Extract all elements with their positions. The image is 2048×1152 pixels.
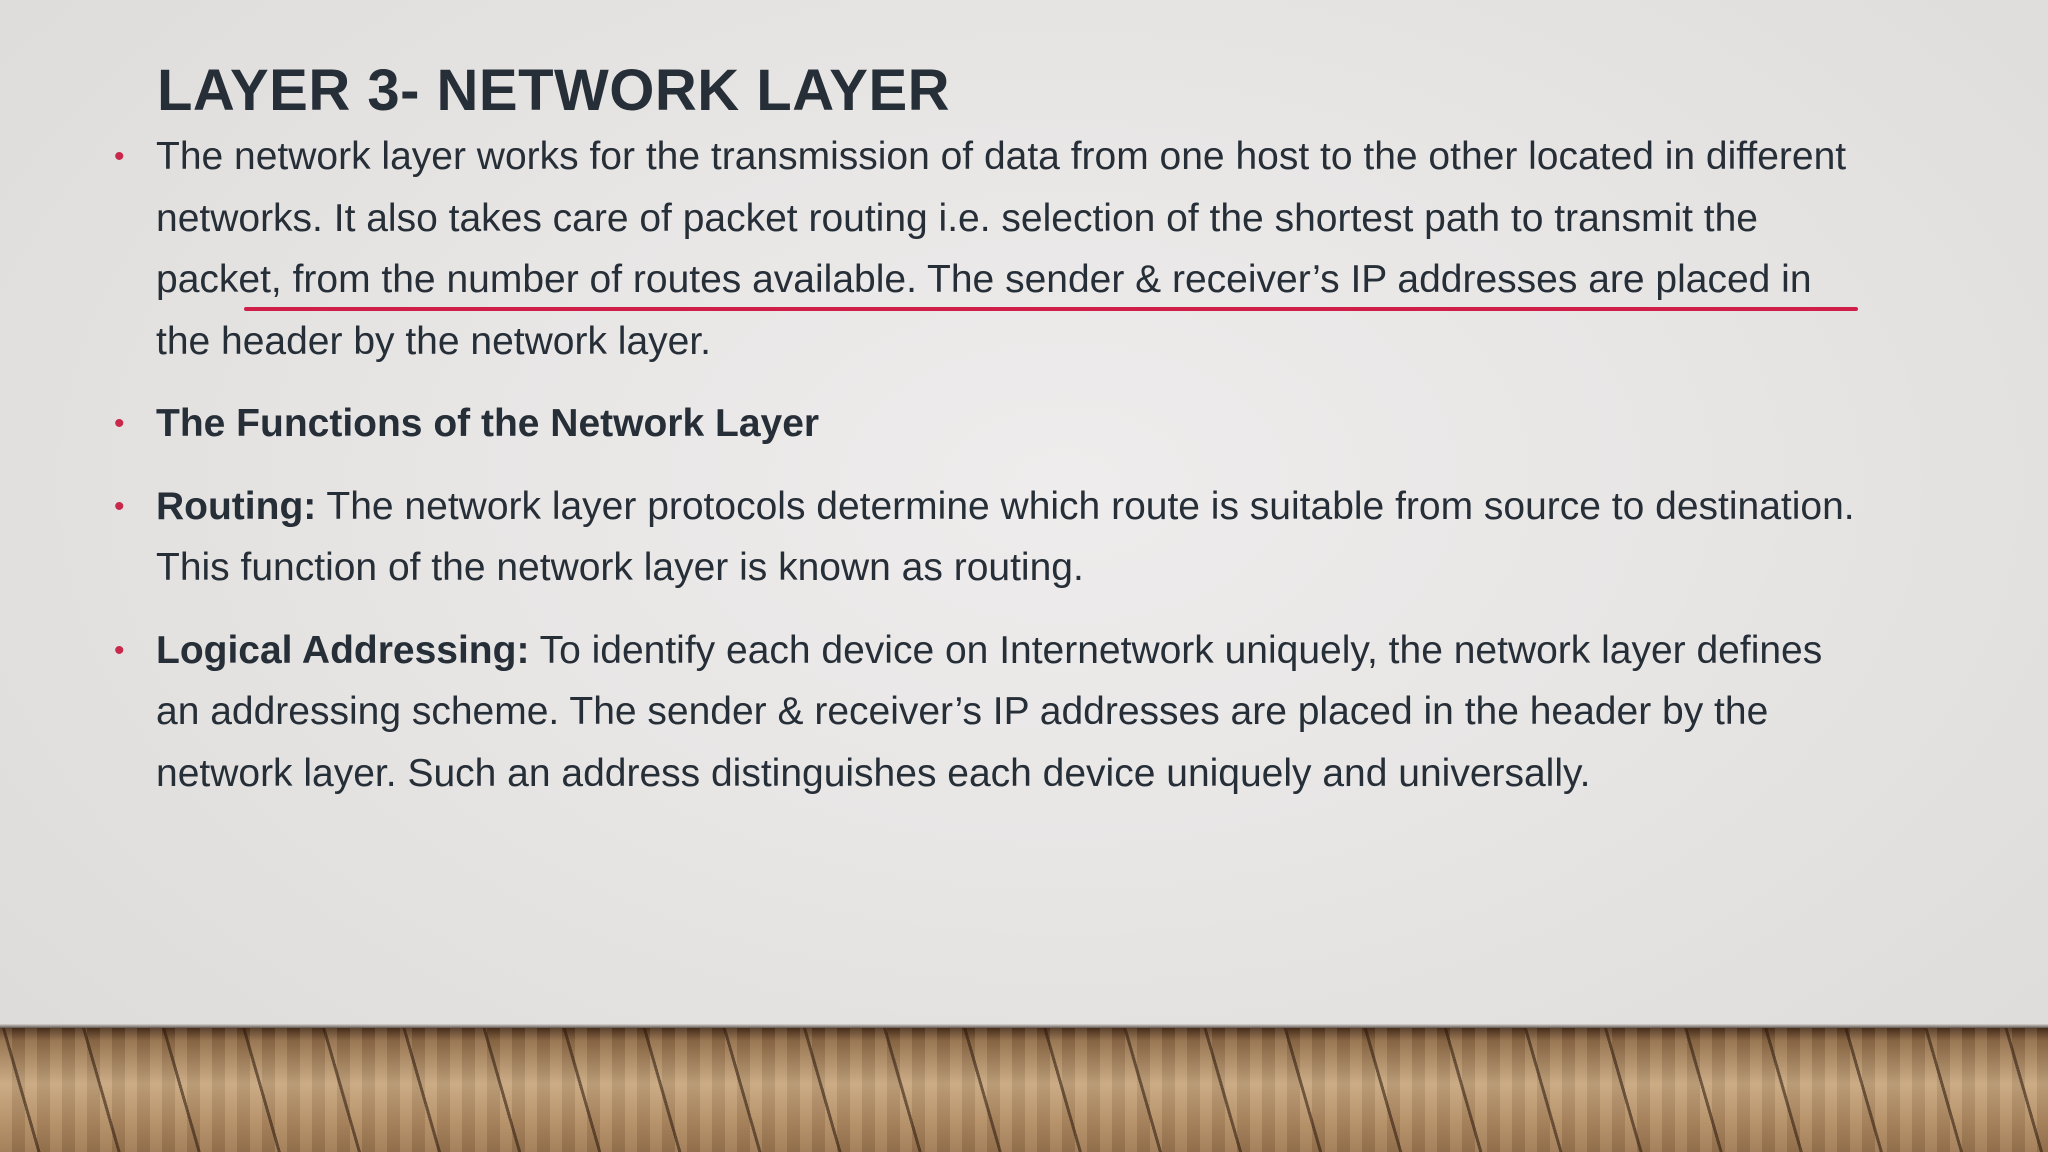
bullet-item-routing: • Routing: The network layer protocols d…	[110, 476, 1870, 599]
bullet-dot: •	[114, 633, 125, 667]
annotation-underline	[244, 307, 1858, 311]
bullet-item-logical-addressing: • Logical Addressing: To identify each d…	[110, 620, 1870, 805]
bullet-dot: •	[114, 407, 125, 440]
bullet-label: Routing:	[156, 484, 317, 528]
bullet-label: Logical Addressing:	[156, 628, 530, 672]
bullet-text: The network layer protocols determine wh…	[156, 484, 1855, 590]
bullet-dot: •	[114, 140, 125, 173]
floor-edge	[0, 1024, 2048, 1030]
bullet-list: • The network layer works for the transm…	[110, 126, 1870, 825]
bullet-item-functions-heading: • The Functions of the Network Layer	[110, 393, 1870, 455]
bullet-text: To identify each device on Internetwork …	[156, 628, 1823, 795]
bullet-text: The network layer works for the transmis…	[156, 135, 1847, 363]
slide-title: LAYER 3- NETWORK LAYER	[157, 58, 951, 123]
bullet-item-network-layer-description: • The network layer works for the transm…	[110, 126, 1870, 372]
bullet-label: The Functions of the Network Layer	[156, 402, 820, 445]
wood-floor-decoration	[0, 1028, 2048, 1152]
bullet-dot: •	[114, 489, 125, 523]
